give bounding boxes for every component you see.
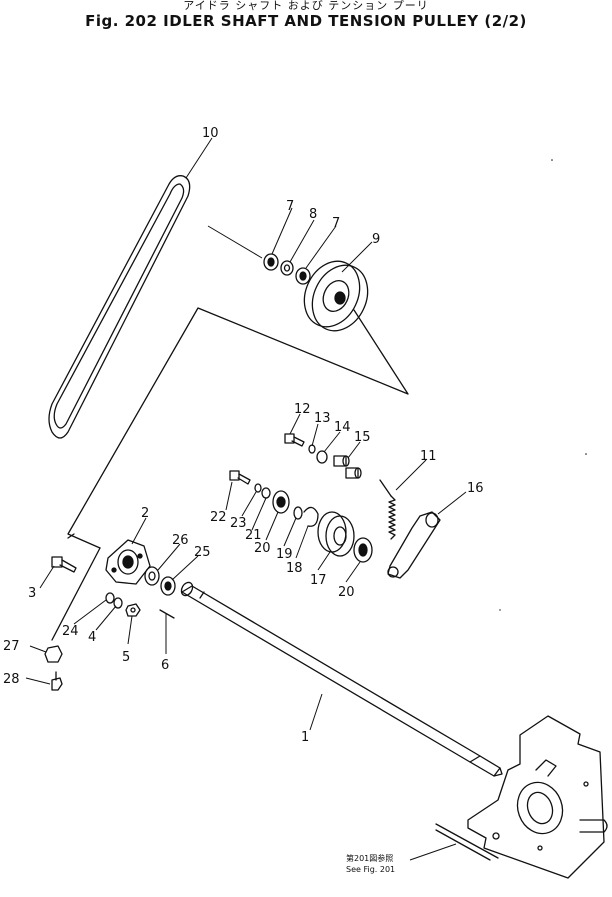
bracket-2 [105,539,151,585]
reference-note-english: See Fig. 201 [346,865,395,874]
callout-9: 9 [372,232,380,247]
bolt-22 [229,470,251,485]
bolt-28 [51,671,63,691]
callout-10: 10 [202,126,219,141]
washer-24 [105,592,115,604]
v-belt [48,175,191,439]
callout-25: 25 [194,545,211,560]
figure-title: Fig. 202 IDLER SHAFT AND TENSION PULLEY … [85,12,527,30]
leader-lines [25,137,467,861]
nut-5 [125,603,141,617]
bushing-14 [316,450,328,464]
washer-23 [254,483,262,493]
callout-24: 24 [62,624,79,639]
reference-note: 第201図参照 See Fig. 201 [346,853,395,874]
callout-4: 4 [88,630,96,645]
callout-8: 8 [309,207,317,222]
callout-22: 22 [210,510,227,525]
callout-17: 17 [310,573,327,588]
callout-18: 18 [286,561,303,576]
callout-11: 11 [420,449,437,464]
assembly-boundary [67,307,409,549]
bolt-12 [284,433,305,447]
collar-15-lower [345,467,362,479]
spacer-19 [293,506,303,520]
bearing-20-lower [353,537,373,563]
spring-11 [379,479,396,540]
callout-28: 28 [3,672,20,687]
reference-note-japanese: 第201図参照 [346,853,393,863]
callout-15: 15 [354,430,371,445]
callout-12: 12 [294,402,311,417]
callout-14: 14 [334,420,351,435]
mounting-plate [435,715,608,879]
bearing-20-upper [272,490,290,514]
callout-labels: 1 2 3 4 5 6 7 7 8 9 10 11 12 13 14 15 16… [3,126,484,745]
title-japanese: アイドラ シャフト および テンション プーリ [183,0,429,12]
spacer-8 [280,260,294,276]
tension-pulley-17 [317,511,355,557]
washer-13 [308,444,316,454]
callout-7-lower: 7 [332,216,340,231]
callout-19: 19 [276,547,293,562]
boundary-lower [51,547,101,641]
callout-13: 13 [314,411,331,426]
callout-6: 6 [161,658,169,673]
bearing-7-upper [263,253,279,271]
callout-2: 2 [141,506,149,521]
callout-3: 3 [28,586,36,601]
header: アイドラ シャフト および テンション プーリ Fig. 202 IDLER S… [0,0,612,30]
callout-20-upper: 20 [254,541,271,556]
callout-1: 1 [301,730,309,745]
callout-27: 27 [3,639,20,654]
bolt-3 [51,556,77,573]
seal-26 [144,566,160,586]
tension-arm-16 [387,511,441,579]
bearing-25 [160,576,176,596]
idler-shaft [180,581,503,777]
snap-ring-18 [303,506,319,527]
callout-7-upper: 7 [286,199,294,214]
callout-20-lower: 20 [338,585,355,600]
nut-27 [44,645,63,663]
bearing-7-lower [295,267,311,285]
pin-6 [159,609,175,619]
washer-4 [113,597,123,609]
callout-5: 5 [122,650,130,665]
pulley-9 [303,260,369,332]
scan-specks [499,159,587,611]
callout-23: 23 [230,516,247,531]
callout-16: 16 [467,481,484,496]
washer-21 [261,487,271,499]
callout-21: 21 [245,528,262,543]
callout-26: 26 [172,533,189,548]
collar-15-upper [333,455,350,467]
